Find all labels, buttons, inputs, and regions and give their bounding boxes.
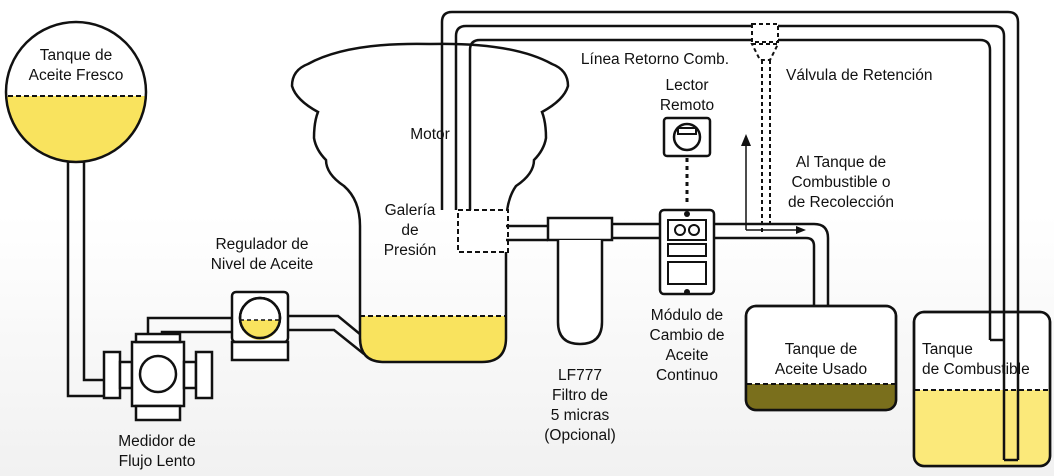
oil-level-regulator <box>230 290 290 362</box>
fresh-oil-tank-label: Tanque de Aceite Fresco <box>28 47 124 84</box>
arrow-up-icon <box>741 134 751 230</box>
slow-flow-meter <box>102 332 214 422</box>
fuel-return-line <box>440 10 1020 460</box>
filter-label: LF777 Filtro de 5 micras (Opcional) <box>544 367 616 444</box>
return-line-label: Línea Retorno Comb. <box>580 51 730 68</box>
fuel-tank <box>912 310 1052 468</box>
lf777-filter <box>546 216 614 346</box>
motor-label: Motor <box>410 126 450 143</box>
check-valve-label: Válvula de Retención <box>786 67 933 84</box>
engine <box>290 42 570 364</box>
level-regulator-label: Regulador de Nivel de Aceite <box>210 236 314 273</box>
oil-change-module <box>658 208 716 296</box>
used-oil-tank <box>744 304 898 412</box>
module-label: Módulo de Cambio de Aceite Continuo <box>649 307 725 384</box>
outlet-pipe <box>506 222 830 338</box>
flow-meter-label: Medidor de Flujo Lento <box>118 433 196 470</box>
arrow-right-icon <box>746 226 806 234</box>
check-valve <box>750 23 780 235</box>
remote-reader <box>662 116 712 158</box>
used-oil-tank-label: Tanque de Aceite Usado <box>774 341 868 378</box>
fresh-oil-pipe <box>66 162 110 398</box>
pressure-gallery-label: Galería de Presión <box>383 202 437 259</box>
to-fuel-tank-label: Al Tanque de Combustible o de Recolecció… <box>788 154 894 211</box>
remote-reader-label: Lector Remoto <box>659 77 715 114</box>
pressure-gallery <box>457 209 509 253</box>
fuel-tank-label: Tanque de Combustible <box>922 341 1030 378</box>
